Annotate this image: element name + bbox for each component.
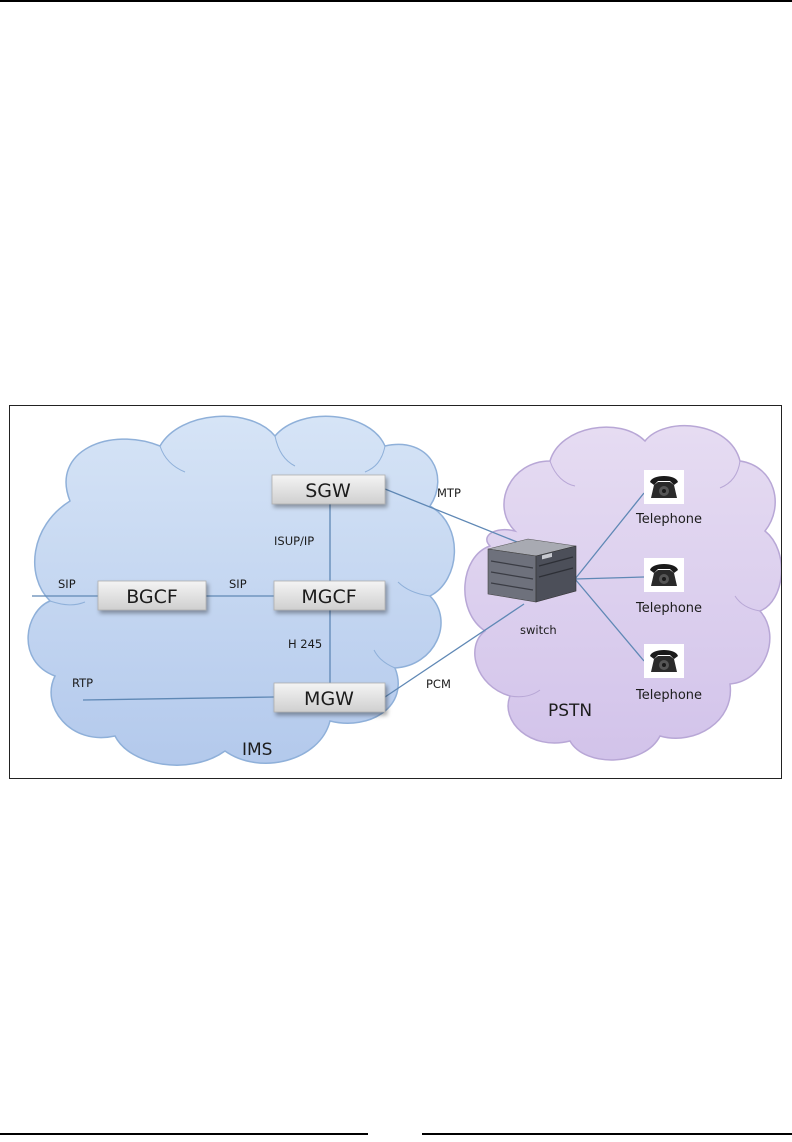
link-rtp [82,696,275,701]
label-sip-in: SIP [58,577,76,591]
label-mtp: MTP [437,486,461,500]
network-switch-icon [487,538,577,603]
telephone-label: Telephone [635,601,702,616]
telephone-2: Telephone [635,558,702,616]
link-switch-phone2 [574,576,645,580]
link-sgw-switch [384,488,523,545]
link-switch-phone1 [574,492,645,580]
label-h245: H 245 [288,637,322,651]
label-isup-ip: ISUP/IP [274,534,314,548]
telephone-icon [644,558,684,592]
label-sip-bgcf-mgcf: SIP [229,577,247,591]
link-switch-phone3 [574,578,645,662]
top-rule [0,0,792,2]
bottom-rule-left [0,1133,368,1135]
node-mgcf [273,580,386,611]
link-mgw-switch [384,603,525,698]
node-bgcf-label: BGCF [126,586,178,608]
ims-pstn-diagram: SGW BGCF MGCF MGW SIP SIP ISUP/IP H 245 … [9,405,782,779]
bottom-rule-right [422,1133,792,1135]
telephone-icon [644,644,684,678]
telephone-label: Telephone [635,512,702,527]
label-pcm: PCM [426,677,451,691]
telephone-1: Telephone [635,470,702,527]
switch-label: switch [520,623,557,637]
telephone-label: Telephone [635,688,702,703]
node-bgcf [97,580,207,611]
node-mgcf-label: MGCF [301,586,356,608]
node-mgw [273,682,386,713]
label-rtp: RTP [72,676,93,690]
ims-label: IMS [242,740,272,760]
link-lines [32,488,645,701]
pstn-label: PSTN [548,701,592,721]
node-mgw-label: MGW [304,688,354,710]
node-sgw [271,474,386,505]
node-sgw-label: SGW [305,480,351,502]
pstn-cloud [464,424,781,761]
telephone-3: Telephone [635,644,702,703]
telephone-icon [644,470,684,504]
